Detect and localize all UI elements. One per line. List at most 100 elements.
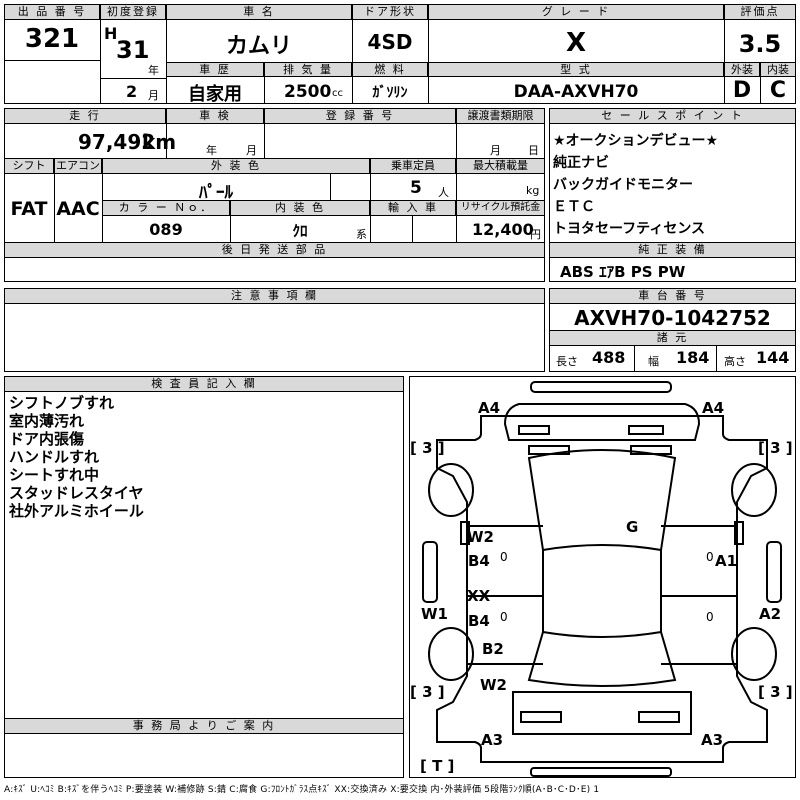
door-type: 4SD xyxy=(367,30,413,54)
genuine-equipment: ABS ｴｱB PS PW xyxy=(560,263,686,281)
model-header: 型 式 xyxy=(428,62,724,77)
inspector-note: 社外アルミホイール xyxy=(9,502,144,520)
damage-mark: A2 xyxy=(759,605,782,623)
transfer-day-unit: 日 xyxy=(528,144,539,157)
damage-mark: A3 xyxy=(701,731,724,749)
car-diagram xyxy=(422,381,782,777)
max-load-unit: kg xyxy=(526,184,540,197)
fuel-header: 燃 料 xyxy=(352,62,428,77)
sales-point-item: ＥＴＣ xyxy=(553,199,595,215)
registration-year: 31 xyxy=(116,36,150,64)
length-label: 長さ xyxy=(556,355,578,368)
width-value: 184 xyxy=(676,348,710,367)
height-label: 高さ xyxy=(724,355,746,368)
damage-mark: A4 xyxy=(478,399,501,417)
displacement-header: 排 気 量 xyxy=(264,62,352,77)
damage-mark: A1 xyxy=(715,552,738,570)
interior-color-unit: 系 xyxy=(356,228,367,241)
recycle-fee-unit: 円 xyxy=(530,228,541,241)
inspector-note: シートすれ中 xyxy=(9,466,100,484)
capacity-header: 乗車定員 xyxy=(370,158,456,174)
capacity-unit: 人 xyxy=(438,186,449,199)
lot-number: 321 xyxy=(24,24,80,54)
damage-mark: 0 xyxy=(500,550,508,564)
transfer-month-unit: 月 xyxy=(490,144,501,157)
notes-header: 注 意 事 項 欄 xyxy=(4,288,545,304)
inspection-header: 車 検 xyxy=(166,108,264,124)
exterior-header: 外装 xyxy=(724,62,760,77)
spare-tire-mark: [ T ] xyxy=(420,757,455,775)
aircon-header: エアコン xyxy=(54,158,102,174)
sales-point-item: バックガイドモニター xyxy=(553,177,693,193)
displacement: 2500 xyxy=(284,82,332,102)
interior-color: ｸﾛ xyxy=(292,222,308,240)
shift-header: シフト xyxy=(4,158,54,174)
transfer-deadline-header: 譲渡書類期限 xyxy=(456,108,545,124)
chassis-number-header: 車 台 番 号 xyxy=(549,288,796,304)
recycle-fee: 12,400 xyxy=(472,220,534,239)
sales-point-item: トヨタセーフティセンス xyxy=(553,221,706,237)
lot-number-header: 出 品 番 号 xyxy=(4,4,100,20)
exterior-color: ﾊﾟｰﾙ xyxy=(199,183,233,203)
registration-era: H xyxy=(104,24,118,43)
exterior-color-header: 外 装 色 xyxy=(102,158,370,174)
damage-mark: 0 xyxy=(706,550,714,564)
damage-mark: W1 xyxy=(421,605,448,623)
displacement-unit: cc xyxy=(332,88,343,99)
damage-mark: A3 xyxy=(481,731,504,749)
history: 自家用 xyxy=(188,84,242,105)
inspector-note: ハンドルすれ xyxy=(9,448,100,466)
history-header: 車 歴 xyxy=(166,62,264,77)
damage-mark: XX xyxy=(467,587,491,605)
door-type-header: ドア形状 xyxy=(352,4,428,20)
sales-points-list: ★オークションデビュー★ 純正ナビ バックガイドモニター ＥＴＣ トヨタセーフテ… xyxy=(553,130,718,240)
mileage-unit: km xyxy=(142,130,177,154)
length-value: 488 xyxy=(592,348,626,367)
inspector-notes-list: シフトノブすれ 室内薄汚れ ドア内張傷 ハンドルすれ シートすれ中 スタッドレス… xyxy=(9,394,144,520)
inspector-note: 室内薄汚れ xyxy=(9,412,85,430)
car-name-header: 車 名 xyxy=(166,4,352,20)
inspector-note: スタッドレスタイヤ xyxy=(9,484,144,502)
damage-mark: W2 xyxy=(467,528,494,546)
tire-mark: [ 3 ] xyxy=(758,439,793,457)
tire-mark: [ 3 ] xyxy=(410,683,445,701)
score-header: 評価点 xyxy=(724,4,796,20)
grade-header: グ レ ー ド xyxy=(428,4,724,20)
width-label: 幅 xyxy=(648,355,659,368)
later-parts-header: 後 日 発 送 部 品 xyxy=(4,242,545,258)
registration-number-header: 登 録 番 号 xyxy=(264,108,456,124)
specs-header: 諸 元 xyxy=(549,330,796,346)
genuine-equipment-header: 純 正 装 備 xyxy=(549,242,796,258)
capacity: 5 xyxy=(410,178,422,198)
inspector-header: 検 査 員 記 入 欄 xyxy=(4,376,404,392)
aircon: AAC xyxy=(56,198,100,220)
height-value: 144 xyxy=(756,348,790,367)
import-header: 輸 入 車 xyxy=(370,200,456,216)
chassis-number: AXVH70-1042752 xyxy=(574,306,771,330)
interior-header: 内装 xyxy=(760,62,796,77)
tire-mark: [ 3 ] xyxy=(410,439,445,457)
first-registration-header: 初度登録 xyxy=(100,4,166,20)
sales-point-item: 純正ナビ xyxy=(553,155,609,171)
inspection-month-unit: 月 xyxy=(246,144,257,157)
damage-diagram-frame xyxy=(409,376,796,778)
exterior-grade: D xyxy=(732,78,752,103)
sales-point-item: ★オークションデビュー★ xyxy=(553,133,719,149)
color-number-header: カ ラ ー Ｎｏ． xyxy=(102,200,230,216)
shift: FAT xyxy=(10,198,48,220)
damage-mark: B2 xyxy=(482,640,504,658)
model-code: DAA-AXVH70 xyxy=(513,82,639,102)
damage-mark: A4 xyxy=(702,399,725,417)
damage-mark: 0 xyxy=(500,610,508,624)
color-number: 089 xyxy=(149,220,183,239)
damage-mark: G xyxy=(626,518,639,536)
year-unit: 年 xyxy=(148,64,159,77)
recycle-fee-header: リサイクル預託金 xyxy=(456,200,545,216)
damage-mark: 0 xyxy=(706,610,714,624)
tire-mark: [ 3 ] xyxy=(758,683,793,701)
interior-color-header: 内 装 色 xyxy=(230,200,370,216)
car-name: カムリ xyxy=(225,34,292,59)
max-load-header: 最大積載量 xyxy=(456,158,545,174)
damage-mark: W2 xyxy=(480,676,507,694)
fuel: ｶﾞｿﾘﾝ xyxy=(372,85,408,101)
